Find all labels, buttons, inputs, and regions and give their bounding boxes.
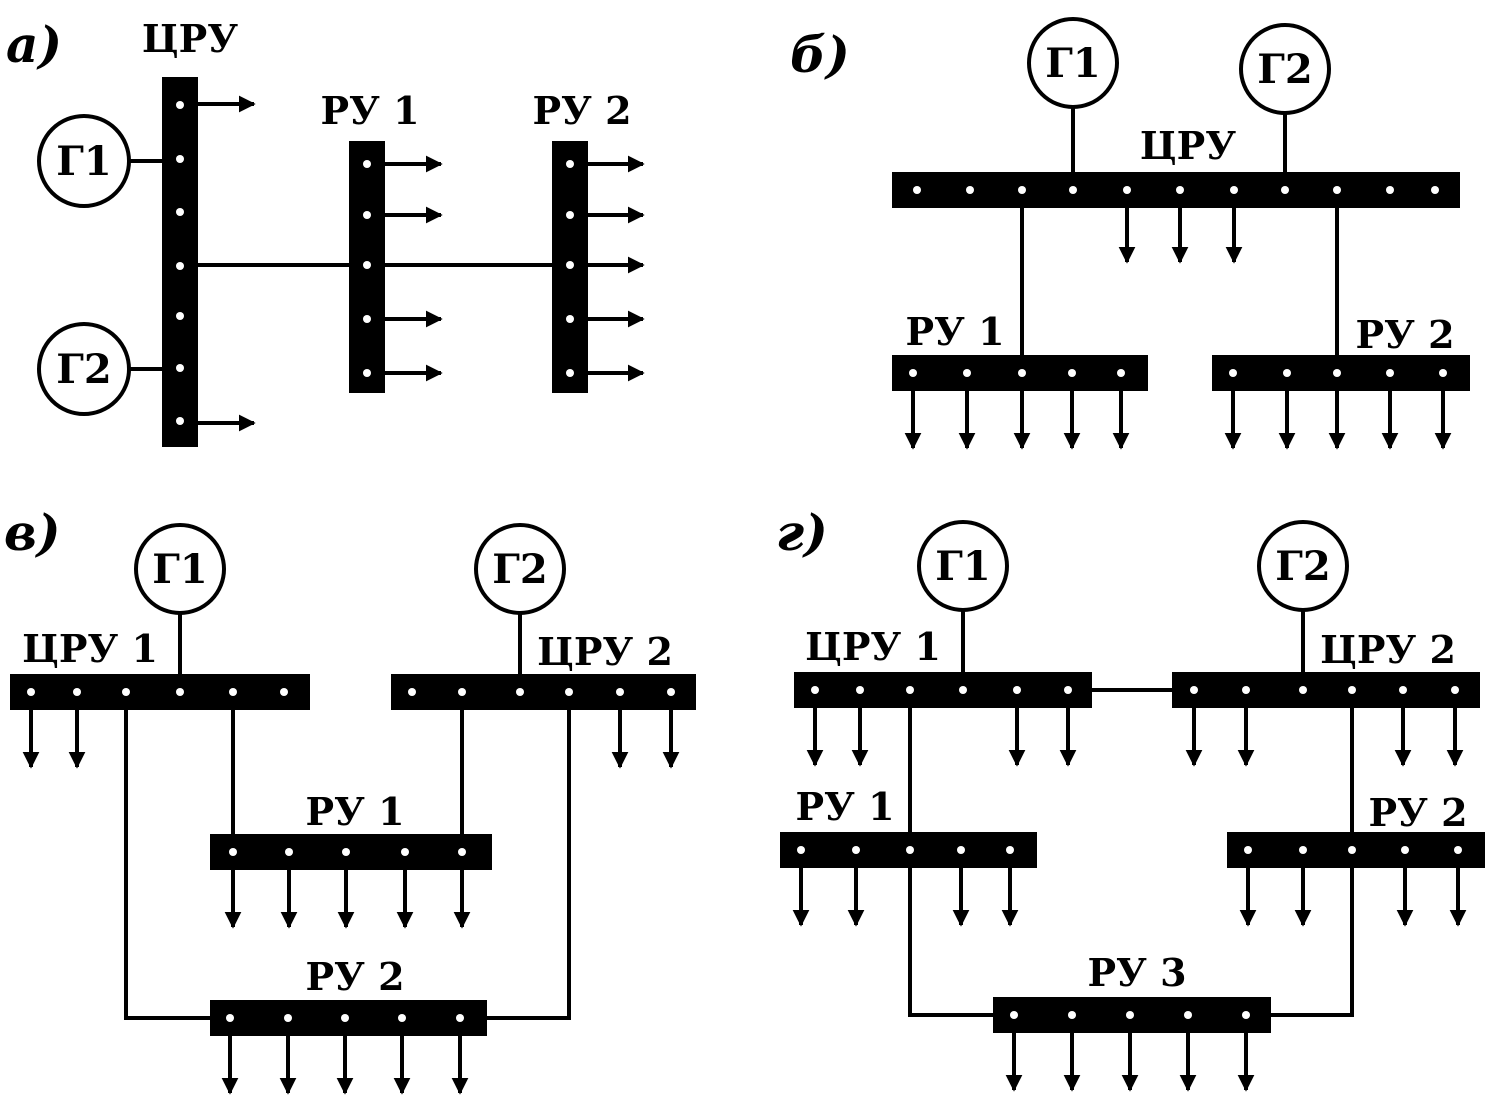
generator-label: Г2 <box>1257 46 1312 93</box>
feeder-arrows <box>792 708 1467 1092</box>
busbar-dots <box>797 686 1462 1019</box>
bus-label-ru2: РУ 2 <box>305 954 404 999</box>
busbar-ru1 <box>210 834 492 870</box>
generator-label: Г1 <box>152 546 207 593</box>
panel-g: г) ЦРУ 1 ЦРУ 2 РУ 1 РУ 2 РУ 3 Г1 Г2 <box>776 503 1485 1092</box>
bus-label-ru2: РУ 2 <box>1355 312 1454 357</box>
bus-label-cru2: ЦРУ 2 <box>537 629 673 674</box>
bus-label-cru1: ЦРУ 1 <box>805 624 941 669</box>
bus-label-ru1: РУ 1 <box>305 789 404 834</box>
generator-g1 <box>1027 17 1119 109</box>
bus-label-ru2: РУ 2 <box>1368 790 1467 835</box>
busbar-cru2 <box>1172 672 1480 708</box>
bus-label-cru: ЦРУ <box>142 16 238 61</box>
bus-label-cru1: ЦРУ 1 <box>22 626 158 671</box>
busbar-cru2 <box>391 674 696 710</box>
feeder-arrows <box>904 208 1452 450</box>
feeder-arrows <box>198 95 645 432</box>
panel-label: в) <box>4 503 61 562</box>
generator-label: Г1 <box>1045 40 1100 87</box>
generator-g2 <box>1257 520 1349 612</box>
connection-lines <box>124 612 571 1020</box>
generator-label: Г1 <box>56 138 111 185</box>
generator-label: Г2 <box>1275 543 1330 590</box>
busbar-cru1 <box>794 672 1092 708</box>
generator-label: Г1 <box>935 543 990 590</box>
generator-label: Г2 <box>56 346 111 393</box>
busbar-dots <box>176 101 574 425</box>
generator-g2 <box>37 322 131 416</box>
generator-g2 <box>474 523 566 615</box>
busbar-dots <box>909 186 1447 377</box>
generator-g1 <box>134 523 226 615</box>
panel-v: в) ЦРУ 1 ЦРУ 2 РУ 1 РУ 2 Г1 Г2 <box>4 503 696 1095</box>
busbar-cru1 <box>10 674 310 710</box>
feeder-arrows <box>22 710 680 1095</box>
panel-label: б) <box>790 25 850 84</box>
bus-label-ru1: РУ 1 <box>320 88 419 133</box>
bus-label-ru1: РУ 1 <box>905 309 1004 354</box>
bus-label-cru2: ЦРУ 2 <box>1320 627 1456 672</box>
bus-label-ru3: РУ 3 <box>1087 950 1186 995</box>
panel-label: а) <box>6 15 62 74</box>
panel-label: г) <box>776 503 828 562</box>
busbar-dots <box>27 688 675 1022</box>
generator-g1 <box>37 114 131 208</box>
bus-label-cru: ЦРУ <box>1140 123 1236 168</box>
panel-b: б) ЦРУ РУ 1 РУ 2 Г1 Г2 <box>790 17 1470 450</box>
bus-label-ru1: РУ 1 <box>795 784 894 829</box>
panel-a: а) ЦРУ РУ 1 РУ 2 Г1 Г2 <box>6 15 645 447</box>
generator-g2 <box>1239 23 1331 115</box>
generator-g1 <box>917 520 1009 612</box>
generator-label: Г2 <box>492 546 547 593</box>
bus-label-ru2: РУ 2 <box>532 88 631 133</box>
